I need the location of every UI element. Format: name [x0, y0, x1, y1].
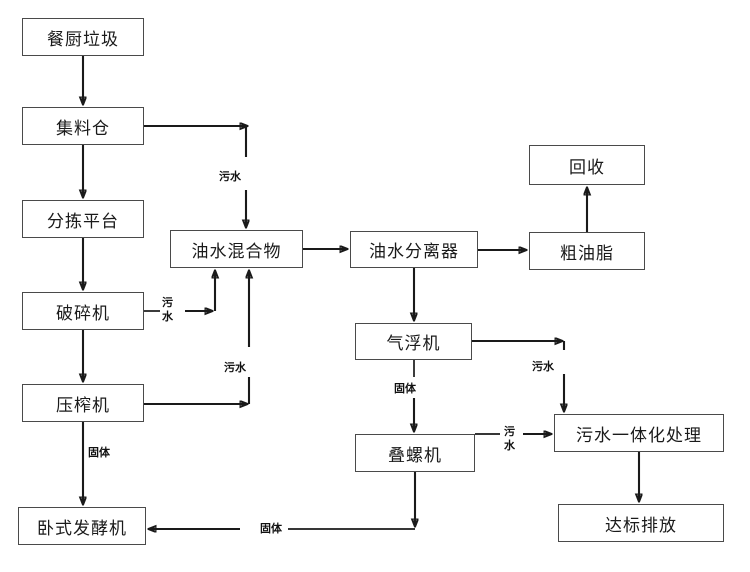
node-label: 气浮机 — [386, 334, 441, 354]
node-recovery[interactable]: 回收 — [529, 145, 645, 185]
node-kitchen-waste[interactable]: 餐厨垃圾 — [22, 18, 144, 56]
node-label: 餐厨垃圾 — [47, 29, 119, 50]
node-label: 分拣平台 — [47, 211, 119, 232]
node-sorting-platform[interactable]: 分拣平台 — [22, 200, 144, 238]
node-wastewater-plant[interactable]: 污水一体化处理 — [554, 414, 724, 452]
node-label: 油水混合物 — [191, 241, 282, 262]
edge-label-screw-solid: 固体 — [260, 522, 282, 535]
edge-label-screw-wastewater: 污 水 — [504, 425, 515, 452]
node-label: 卧式发酵机 — [37, 518, 127, 539]
edge-label-bin-wastewater: 污水 — [219, 170, 241, 183]
node-screw-press[interactable]: 叠螺机 — [355, 434, 475, 472]
node-compliant-discharge[interactable]: 达标排放 — [558, 504, 724, 542]
edge-label-press-solid: 固体 — [88, 446, 110, 459]
node-label: 污水一体化处理 — [576, 425, 702, 446]
node-label: 达标排放 — [605, 515, 677, 536]
node-label: 回收 — [569, 157, 605, 178]
node-horizontal-fermenter[interactable]: 卧式发酵机 — [18, 507, 146, 545]
node-oil-water-separator[interactable]: 油水分离器 — [350, 231, 478, 268]
edge-label-crusher-wastewater: 污 水 — [162, 296, 173, 323]
node-label: 油水分离器 — [369, 242, 459, 262]
node-crusher[interactable]: 破碎机 — [22, 292, 144, 330]
node-collection-bin[interactable]: 集料仓 — [22, 107, 144, 145]
edge-label-flotation-solid: 固体 — [394, 382, 416, 395]
node-label: 叠螺机 — [388, 445, 442, 466]
edge-label-press-wastewater: 污水 — [224, 361, 246, 374]
node-air-flotation[interactable]: 气浮机 — [355, 323, 472, 360]
node-label: 集料仓 — [56, 118, 110, 139]
node-crude-oil[interactable]: 粗油脂 — [529, 232, 645, 270]
node-press[interactable]: 压榨机 — [22, 384, 144, 422]
edge-label-flotation-wastewater: 污水 — [532, 360, 554, 373]
node-label: 压榨机 — [56, 395, 110, 416]
node-oil-water-mixture[interactable]: 油水混合物 — [170, 230, 303, 268]
node-label: 粗油脂 — [560, 243, 614, 264]
node-label: 破碎机 — [56, 303, 110, 324]
